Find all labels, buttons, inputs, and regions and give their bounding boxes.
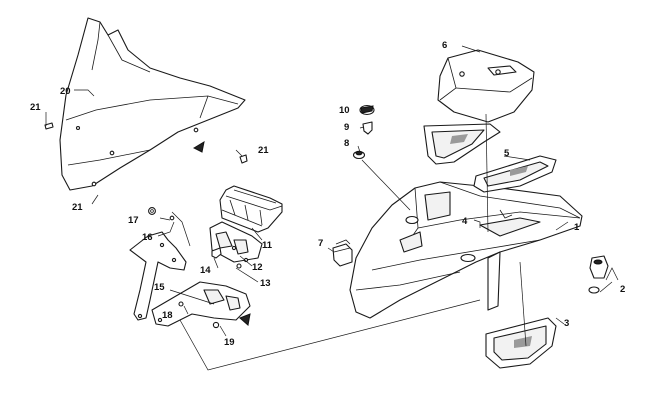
connector-7: [332, 239, 353, 267]
callout-6: 6: [442, 40, 447, 51]
screw-21-left: [44, 122, 54, 130]
rivet-13: [236, 263, 242, 269]
callout-3: 3: [564, 318, 569, 329]
callout-21-left: 21: [30, 102, 41, 113]
callout-18: 18: [162, 310, 173, 321]
cap-10: [359, 104, 375, 116]
callout-4: 4: [462, 216, 468, 227]
hood-assembly: [349, 181, 583, 319]
front-arrow-icon: [239, 313, 251, 326]
panel-5-lower: [473, 155, 557, 193]
mount-bracket: [129, 231, 251, 327]
plug-2: [588, 255, 609, 294]
front-arrow-icon: [192, 140, 205, 153]
leader-lines: [45, 45, 619, 371]
lower-panel-3: [485, 317, 557, 369]
callout-2: 2: [620, 284, 625, 295]
callout-16: 16: [142, 232, 153, 243]
callout-17: 17: [128, 215, 139, 226]
screw-16: [169, 215, 175, 221]
nut-17: [148, 207, 156, 215]
nut-19: [212, 321, 220, 329]
callout-7: 7: [318, 238, 323, 249]
callout-11: 11: [262, 240, 273, 251]
callout-20: 20: [60, 86, 71, 97]
screw-14: [211, 247, 222, 259]
callout-1: 1: [574, 222, 580, 233]
callout-21-right: 21: [258, 145, 269, 156]
callout-13: 13: [260, 278, 271, 289]
callouts: 1 2 3 4 5 6 7 8 9 10 11 12 13 14 15 16 1…: [30, 40, 625, 348]
grommet-8: [352, 150, 366, 160]
screw-21-right: [239, 154, 248, 164]
gauge: [219, 185, 283, 233]
windshield: [59, 17, 246, 191]
callout-19: 19: [224, 337, 235, 348]
callout-9: 9: [344, 122, 349, 133]
callout-15: 15: [154, 282, 165, 293]
callout-5: 5: [504, 148, 510, 159]
callout-10: 10: [339, 105, 350, 116]
top-cover-6: [437, 49, 535, 123]
callout-8: 8: [344, 138, 349, 149]
callout-12: 12: [252, 262, 263, 273]
callout-21-bottom: 21: [72, 202, 83, 213]
panel-5-upper: [423, 123, 501, 165]
switch-9: [362, 121, 373, 135]
callout-14: 14: [200, 265, 211, 276]
screw-18: [178, 301, 184, 307]
